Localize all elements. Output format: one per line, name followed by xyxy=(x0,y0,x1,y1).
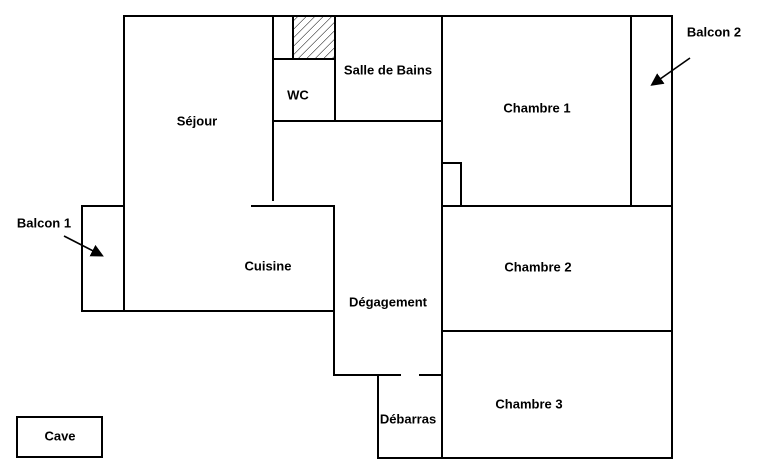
room-label-chambre1: Chambre 1 xyxy=(503,100,570,115)
room-label-salle-de-bains: Salle de Bains xyxy=(344,62,432,77)
hatched-shaft xyxy=(294,17,334,58)
balcon2-arrow xyxy=(650,57,691,86)
balcon1-arrow xyxy=(63,235,104,257)
room-label-debarras: Débarras xyxy=(380,411,436,426)
outer-wall-top xyxy=(123,15,673,459)
closet-wall xyxy=(441,162,462,207)
room-label-balcon1: Balcon 1 xyxy=(17,215,71,230)
room-label-wc: WC xyxy=(287,87,309,102)
room-label-chambre2: Chambre 2 xyxy=(504,259,571,274)
walls xyxy=(81,15,673,459)
room-label-cave: Cave xyxy=(44,428,75,443)
room-label-degagement: Dégagement xyxy=(349,294,428,309)
room-label-cuisine: Cuisine xyxy=(245,258,292,273)
balcon1-wall xyxy=(81,205,125,312)
room-label-balcon2: Balcon 2 xyxy=(687,24,741,39)
room-label-sejour: Séjour xyxy=(177,113,217,128)
room-label-chambre3: Chambre 3 xyxy=(495,396,562,411)
cave-box xyxy=(16,416,103,458)
